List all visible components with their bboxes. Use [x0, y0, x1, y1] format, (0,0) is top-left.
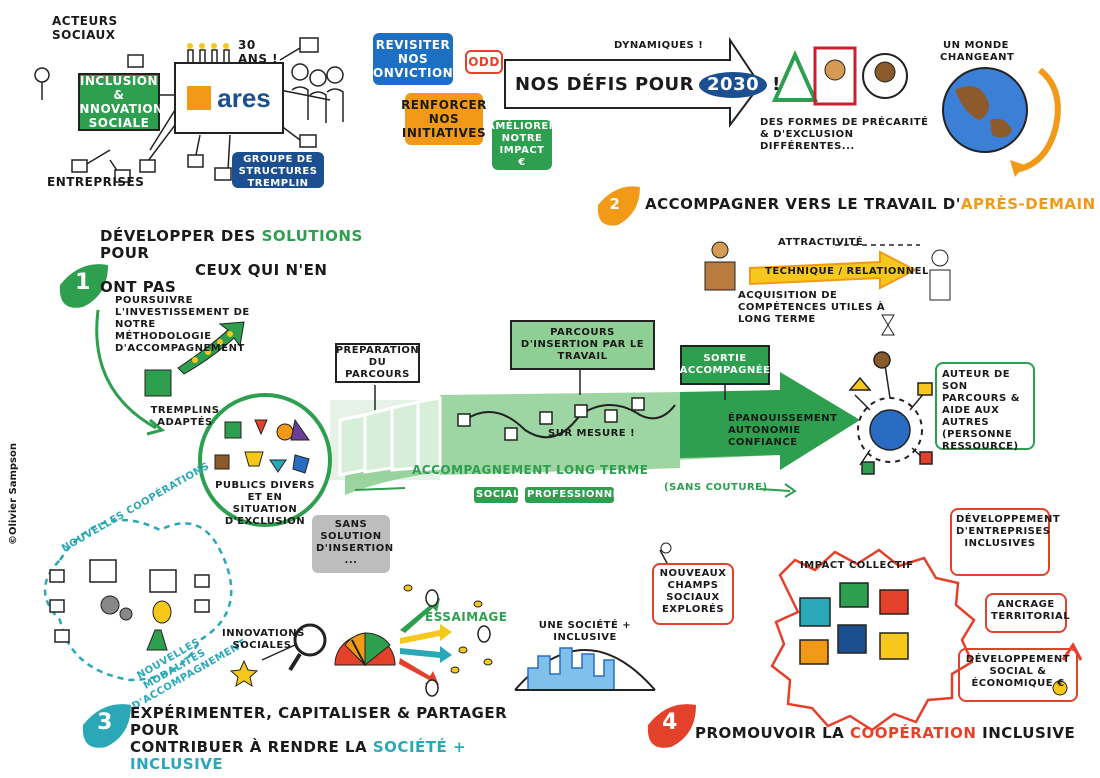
- sans-solution-bubble: Sans solution d'insertion ...: [312, 515, 393, 573]
- network-nodes: [71, 37, 319, 183]
- year-badge: 2030: [699, 72, 768, 98]
- entreprises-label: Entreprises: [47, 175, 145, 189]
- social-tag: Social: [474, 487, 519, 503]
- dev-entreprises-box: Développement d'entreprises inclusives: [950, 508, 1060, 576]
- section4-title-a: Promouvoir la: [695, 724, 845, 742]
- section4-title-b: inclusive: [982, 724, 1076, 742]
- impact-collectif-label: Impact collectif: [800, 560, 914, 571]
- section3-title-highlight: société + inclusive: [130, 738, 467, 773]
- section1-title-highlight: solutions: [261, 227, 363, 245]
- section1-title: Développer des solutions pour ceux qui n…: [100, 228, 370, 296]
- section1-title-a: Développer des: [100, 227, 256, 245]
- euro-icon: €: [1057, 678, 1065, 689]
- ameliorer-label: Améliorer notre impact: [487, 121, 557, 156]
- section1-number: 1: [75, 270, 91, 295]
- publics-label: Publics divers et en situation d'exclusi…: [215, 480, 315, 527]
- credit-label: ©Olivier Sampson: [8, 443, 19, 545]
- revisiter-box: Revisiter nos convictions: [364, 33, 462, 85]
- people-sketch: [34, 63, 344, 123]
- essaimage-label: Essaimage: [425, 610, 508, 624]
- section3-number: 3: [97, 710, 113, 735]
- section4-title-highlight: coopération: [850, 724, 977, 742]
- section2-title: Accompagner vers le travail d'après-dema…: [645, 196, 1096, 213]
- defis-suffix: !: [772, 74, 781, 95]
- section1-title-b: pour: [100, 244, 150, 262]
- formes-precarite-label: des formes de précarité & d'exclusion di…: [760, 117, 929, 152]
- acquisition-label: Acquisition de compétences utiles à long…: [738, 290, 886, 325]
- inclusion-innovation-box: Inclusion & innovation sociale: [74, 73, 164, 131]
- euro-icon: €: [518, 157, 526, 168]
- acteurs-sociaux-label: Acteurs sociaux: [52, 14, 118, 42]
- epanouissement-label: Épanouissement autonomie confiance: [728, 413, 838, 448]
- preparation-box: Préparation du parcours: [335, 343, 420, 383]
- monde-changeant-label: Un monde changeant: [940, 40, 1015, 63]
- dev-social-label: Développement social & économique: [965, 654, 1071, 689]
- section3-title: Expérimenter, capitaliser & partager pou…: [130, 705, 550, 773]
- section2-title-highlight: après-demain: [960, 195, 1096, 213]
- attractivite-label: Attractivité: [778, 237, 864, 248]
- ares-logo-text: ares: [217, 82, 271, 113]
- sur-mesure-label: sur mesure !: [548, 428, 636, 439]
- parcours-box: Parcours d'insertion par le travail: [510, 320, 655, 370]
- section1-title-c: ceux qui n'en ont pas: [100, 261, 328, 296]
- ancrage-box: Ancrage territorial: [985, 593, 1070, 633]
- poursuivre-label: Poursuivre l'investissement de notre mét…: [115, 295, 250, 354]
- technique-relationnel-label: Technique / relationnel: [765, 266, 929, 277]
- groupe-structures-bubble: Groupe de structures tremplin vers l'emp…: [232, 152, 324, 213]
- renforcer-box: Renforcer nos initiatives: [401, 93, 486, 145]
- section2-number: 2: [609, 195, 621, 213]
- dynamiques-label: dynamiques !: [614, 40, 704, 51]
- nouveaux-champs-box: Nouveaux champs sociaux explorés: [652, 563, 734, 625]
- section3-title-a: Expérimenter, capitaliser & partager pou…: [130, 704, 508, 739]
- defis-title: Nos défis pour 2030 !: [515, 72, 781, 98]
- societe-inclusive-label: Une société + inclusive: [538, 620, 632, 643]
- tremplins-label: Tremplins adaptés: [150, 405, 220, 428]
- number-leaves: [59, 186, 696, 748]
- innovations-label: Innovations sociales: [222, 628, 305, 651]
- section4-number: 4: [662, 710, 678, 735]
- professionnel-tag: Professionnel: [525, 487, 626, 503]
- dev-social-box: Développement social & économique €: [958, 648, 1078, 702]
- ares-logo-frame: ares: [174, 62, 284, 134]
- auteur-box: Auteur de son parcours & aide aux autres…: [935, 362, 1035, 452]
- sortie-box: Sortie accompagnée: [680, 345, 770, 385]
- section3-title-b: contribuer à rendre la: [130, 738, 368, 756]
- long-terme-label: Accompagnement long terme: [412, 463, 649, 477]
- sans-couture-label: (sans couture): [664, 482, 768, 493]
- section4-title: Promouvoir la coopération inclusive: [695, 725, 1075, 742]
- section2-title-text: Accompagner vers le travail d': [645, 195, 961, 213]
- odd-box: ODD: [465, 50, 503, 74]
- ameliorer-box: Améliorer notre impact €: [487, 120, 556, 170]
- ares-logo-icon: [187, 86, 212, 110]
- defis-prefix: Nos défis pour: [515, 74, 695, 95]
- anniversary-label: 30 ans !: [238, 38, 279, 66]
